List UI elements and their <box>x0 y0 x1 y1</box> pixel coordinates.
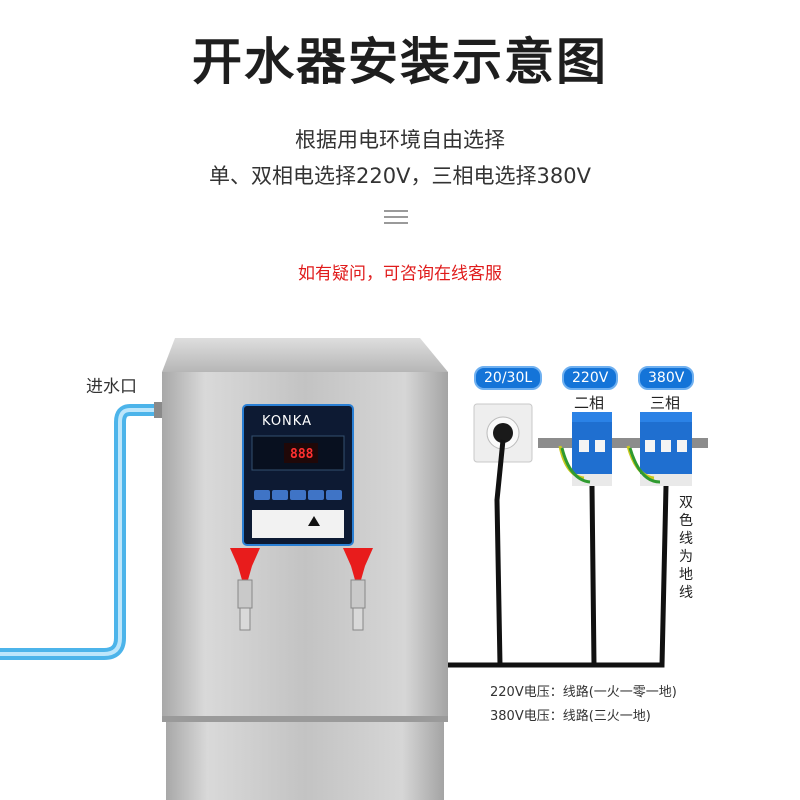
brand-logo: KONKA <box>262 414 312 429</box>
breaker-2p <box>572 412 612 486</box>
ground-wire-note: 双色线为地线 <box>679 495 693 601</box>
divider-menu-icon <box>384 210 408 224</box>
water-inlet-pipe <box>0 404 168 660</box>
capacity-badge: 20/30L <box>474 366 543 390</box>
two-phase-label: 二相 <box>574 394 605 412</box>
socket-cable <box>448 439 506 668</box>
subtitle-env: 根据用电环境自由选择 <box>295 128 505 152</box>
inlet-label: 进水口 <box>86 377 137 397</box>
voltage-note-380: 380V电压：线路(三火一地) <box>490 709 651 724</box>
three-phase-label: 三相 <box>650 394 681 412</box>
voltage-380-badge: 380V <box>638 366 695 390</box>
customer-service-notice: 如有疑问，可咨询在线客服 <box>298 264 502 284</box>
cable-380v <box>594 485 669 668</box>
wall-socket <box>473 403 533 463</box>
cable-220v <box>500 485 597 668</box>
voltage-note-220: 220V电压：线路(一火一零一地) <box>490 685 677 700</box>
left-tap <box>230 548 260 631</box>
voltage-220-badge: 220V <box>562 366 619 390</box>
subtitle-voltage: 单、双相电选择220V，三相电选择380V <box>209 164 591 188</box>
page-title: 开水器安装示意图 <box>192 33 608 91</box>
right-tap <box>343 548 373 631</box>
temperature-display: 888 <box>290 447 314 462</box>
boiler-top <box>162 338 448 372</box>
din-rail <box>538 438 708 448</box>
